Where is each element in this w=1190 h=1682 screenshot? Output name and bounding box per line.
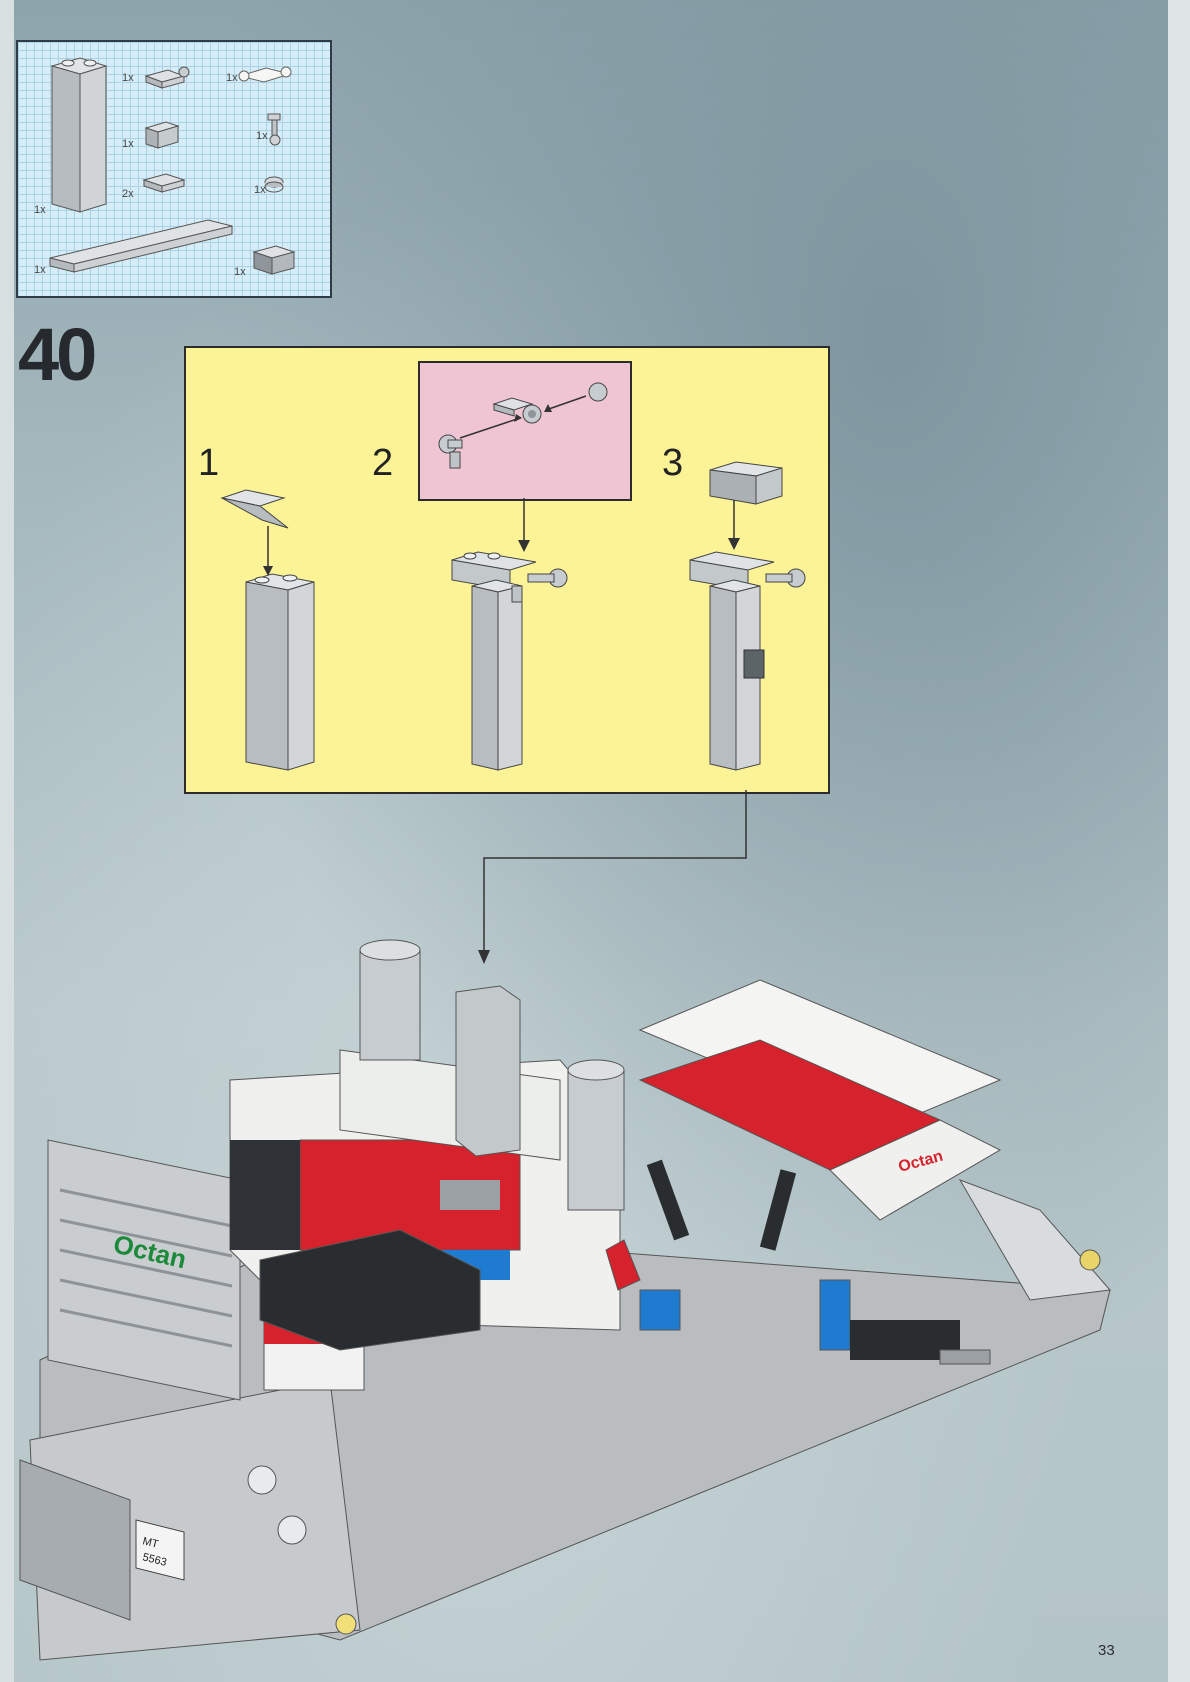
page-number: 33: [1098, 1642, 1115, 1659]
substep-3-illustration: [690, 462, 805, 770]
substep-2-callout-parts: [439, 383, 607, 468]
substep-1-illustration: [222, 490, 314, 770]
connector-line: [484, 790, 746, 958]
truck-model: Octan Octan: [20, 940, 1110, 1660]
grille-sticker: [744, 650, 764, 678]
substep-2-illustration: [452, 552, 567, 770]
